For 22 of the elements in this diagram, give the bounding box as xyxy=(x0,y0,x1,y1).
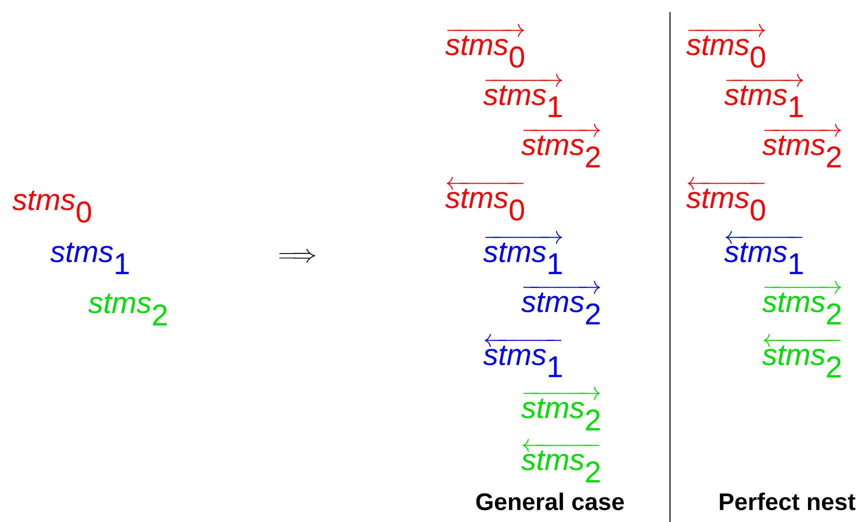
statement-label: $\overleftarrow{\textit{stms}_{\textrm{1}}}$ xyxy=(724,230,803,274)
column-heading: Perfect nest xyxy=(720,492,856,510)
statement-label: $\overrightarrow{\textit{stms}_{\textrm{0}}}$ xyxy=(686,24,766,68)
statement-label: $\overrightarrow{\textit{stms}_{\textrm{2}}}$ xyxy=(521,124,600,168)
statement-label: $\overleftarrow{\textit{stms}_{\textrm{0}}}$ xyxy=(686,176,766,221)
statement-label: $\textit{stms}_{\textrm{2}}$ xyxy=(88,294,167,326)
statement-label: $\overrightarrow{\textit{stms}_{\textrm{2}}}$ xyxy=(521,280,600,324)
statement-label: $\overrightarrow{\textit{stms}_{\textrm{2}}}$ xyxy=(521,386,600,430)
statement-label: $\overrightarrow{\textit{stms}_{\textrm{1}}}$ xyxy=(483,74,562,118)
statement-label: $\overrightarrow{\textit{stms}_{\textrm{1}}}$ xyxy=(724,74,804,118)
statement-label: $\overleftarrow{\textit{stms}_{\textrm{2}}}$ xyxy=(762,334,841,378)
implies-arrow: $\Longrightarrow$ xyxy=(279,248,316,263)
statement-label: $\overleftarrow{\textit{stms}_{\textrm{1}}}$ xyxy=(483,334,562,378)
statement-label: $\overleftarrow{\textit{stms}_{\textrm{2}}}$ xyxy=(521,438,600,482)
statement-label: $\overrightarrow{\textit{stms}_{\textrm{0}}}$ xyxy=(445,24,524,68)
column-heading: General case xyxy=(476,492,624,510)
statement-label: $\textit{stms}_{\textrm{0}}$ xyxy=(12,190,92,223)
statement-label: $\overrightarrow{\textit{stms}_{\textrm{1}}}$ xyxy=(483,230,562,274)
statement-label: $\overleftarrow{\textit{stms}_{\textrm{0}}}$ xyxy=(445,176,524,221)
statement-label: $\overrightarrow{\textit{stms}_{\textrm{2}}}$ xyxy=(762,124,842,168)
statement-label: $\textit{stms}_{\textrm{1}}$ xyxy=(50,242,129,274)
statement-label: $\overrightarrow{\textit{stms}_{\textrm{2}}}$ xyxy=(762,280,842,324)
